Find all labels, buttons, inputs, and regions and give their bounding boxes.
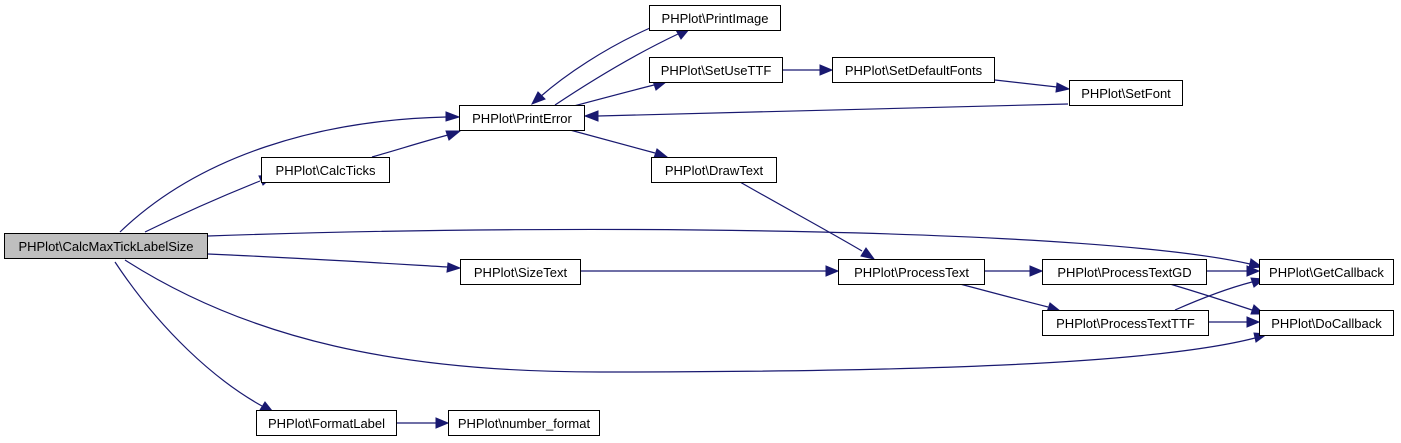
edge-calcticks-printerror [371, 134, 449, 158]
node-label: PHPlot\CalcMaxTickLabelSize [18, 239, 193, 254]
arrow-to-number_format [435, 417, 450, 429]
node-number_format[interactable]: PHPlot\number_format [448, 410, 600, 436]
arrow-to-processtextgd [1029, 265, 1044, 277]
node-drawtext[interactable]: PHPlot\DrawText [651, 157, 777, 183]
node-label: PHPlot\ProcessTextGD [1057, 265, 1191, 280]
arrow-to-setdefaultfonts [819, 64, 834, 76]
node-setfont[interactable]: PHPlot\SetFont [1069, 80, 1183, 106]
arrow-to-processtext-a [860, 247, 876, 260]
edge-printerror-printimage [554, 33, 679, 106]
node-label: PHPlot\ProcessTextTTF [1056, 316, 1195, 331]
node-label: PHPlot\GetCallback [1269, 265, 1384, 280]
node-label: PHPlot\SetDefaultFonts [845, 63, 983, 78]
edge-setdefaultfonts-setfont [994, 79, 1058, 88]
arrow-to-getcallback-a [1248, 258, 1264, 269]
node-label: PHPlot\CalcTicks [276, 163, 376, 178]
edge-calcmax-docallback [124, 259, 1256, 373]
arrow-to-setfont [1055, 82, 1071, 93]
edge-setfont-printerror [597, 103, 1069, 117]
arrow-to-printerror-b [445, 130, 462, 141]
node-label: PHPlot\SetUseTTF [661, 63, 772, 78]
arrow-to-drawtext [653, 148, 669, 159]
edge-processtextttf-getcallback [1174, 281, 1253, 311]
arrow-to-getcallback-b [1246, 265, 1261, 277]
node-printimage[interactable]: PHPlot\PrintImage [649, 5, 781, 31]
node-processtextttf[interactable]: PHPlot\ProcessTextTTF [1042, 310, 1209, 336]
edge-calcmax-formatlabel [114, 261, 263, 407]
edge-calcmax-sizetext [207, 253, 449, 268]
node-processtext[interactable]: PHPlot\ProcessText [838, 259, 985, 285]
node-calcticks[interactable]: PHPlot\CalcTicks [261, 157, 390, 183]
node-label: PHPlot\DoCallback [1271, 316, 1382, 331]
node-sizetext[interactable]: PHPlot\SizeText [460, 259, 581, 285]
edge-printerror-drawtext [569, 129, 656, 154]
arrow-to-printerror-d [583, 110, 599, 122]
arrow-to-docallback-b [1246, 316, 1261, 328]
node-calcmaxticklabelsize[interactable]: PHPlot\CalcMaxTickLabelSize [4, 233, 208, 259]
arrow-to-processtext-b [825, 265, 840, 277]
node-printerror[interactable]: PHPlot\PrintError [459, 105, 585, 131]
node-setdefaultfonts[interactable]: PHPlot\SetDefaultFonts [832, 57, 995, 83]
edge-processtextgd-docallback [1169, 283, 1253, 311]
edge-processtext-processtextttf [959, 283, 1049, 308]
edge-drawtext-processtext [739, 181, 863, 252]
node-label: PHPlot\PrintError [472, 111, 572, 126]
arrow-to-printerror-c [530, 91, 546, 105]
node-label: PHPlot\DrawText [665, 163, 764, 178]
edge-printerror-setusettf [569, 84, 655, 108]
arrow-to-sizetext [446, 262, 462, 273]
arrow-to-printerror-a [445, 111, 461, 122]
nodes: PHPlot\CalcMaxTickLabelSize PHPlot\CalcT… [4, 5, 1394, 436]
edge-printimage-printerror [539, 27, 651, 98]
node-label: PHPlot\number_format [458, 416, 591, 431]
edge-calcmax-printerror [119, 116, 447, 233]
node-label: PHPlot\SetFont [1081, 86, 1171, 101]
node-setusettf[interactable]: PHPlot\SetUseTTF [649, 57, 783, 83]
edges [114, 27, 1256, 424]
node-docallback[interactable]: PHPlot\DoCallback [1259, 310, 1394, 336]
node-formatlabel[interactable]: PHPlot\FormatLabel [256, 410, 397, 436]
edge-calcmax-calcticks [144, 180, 261, 233]
node-label: PHPlot\PrintImage [662, 11, 769, 26]
node-label: PHPlot\ProcessText [854, 265, 969, 280]
edge-calcmax-getcallback [207, 228, 1251, 265]
node-label: PHPlot\SizeText [474, 265, 568, 280]
node-processtextgd[interactable]: PHPlot\ProcessTextGD [1042, 259, 1207, 285]
node-label: PHPlot\FormatLabel [268, 416, 385, 431]
node-getcallback[interactable]: PHPlot\GetCallback [1259, 259, 1394, 285]
